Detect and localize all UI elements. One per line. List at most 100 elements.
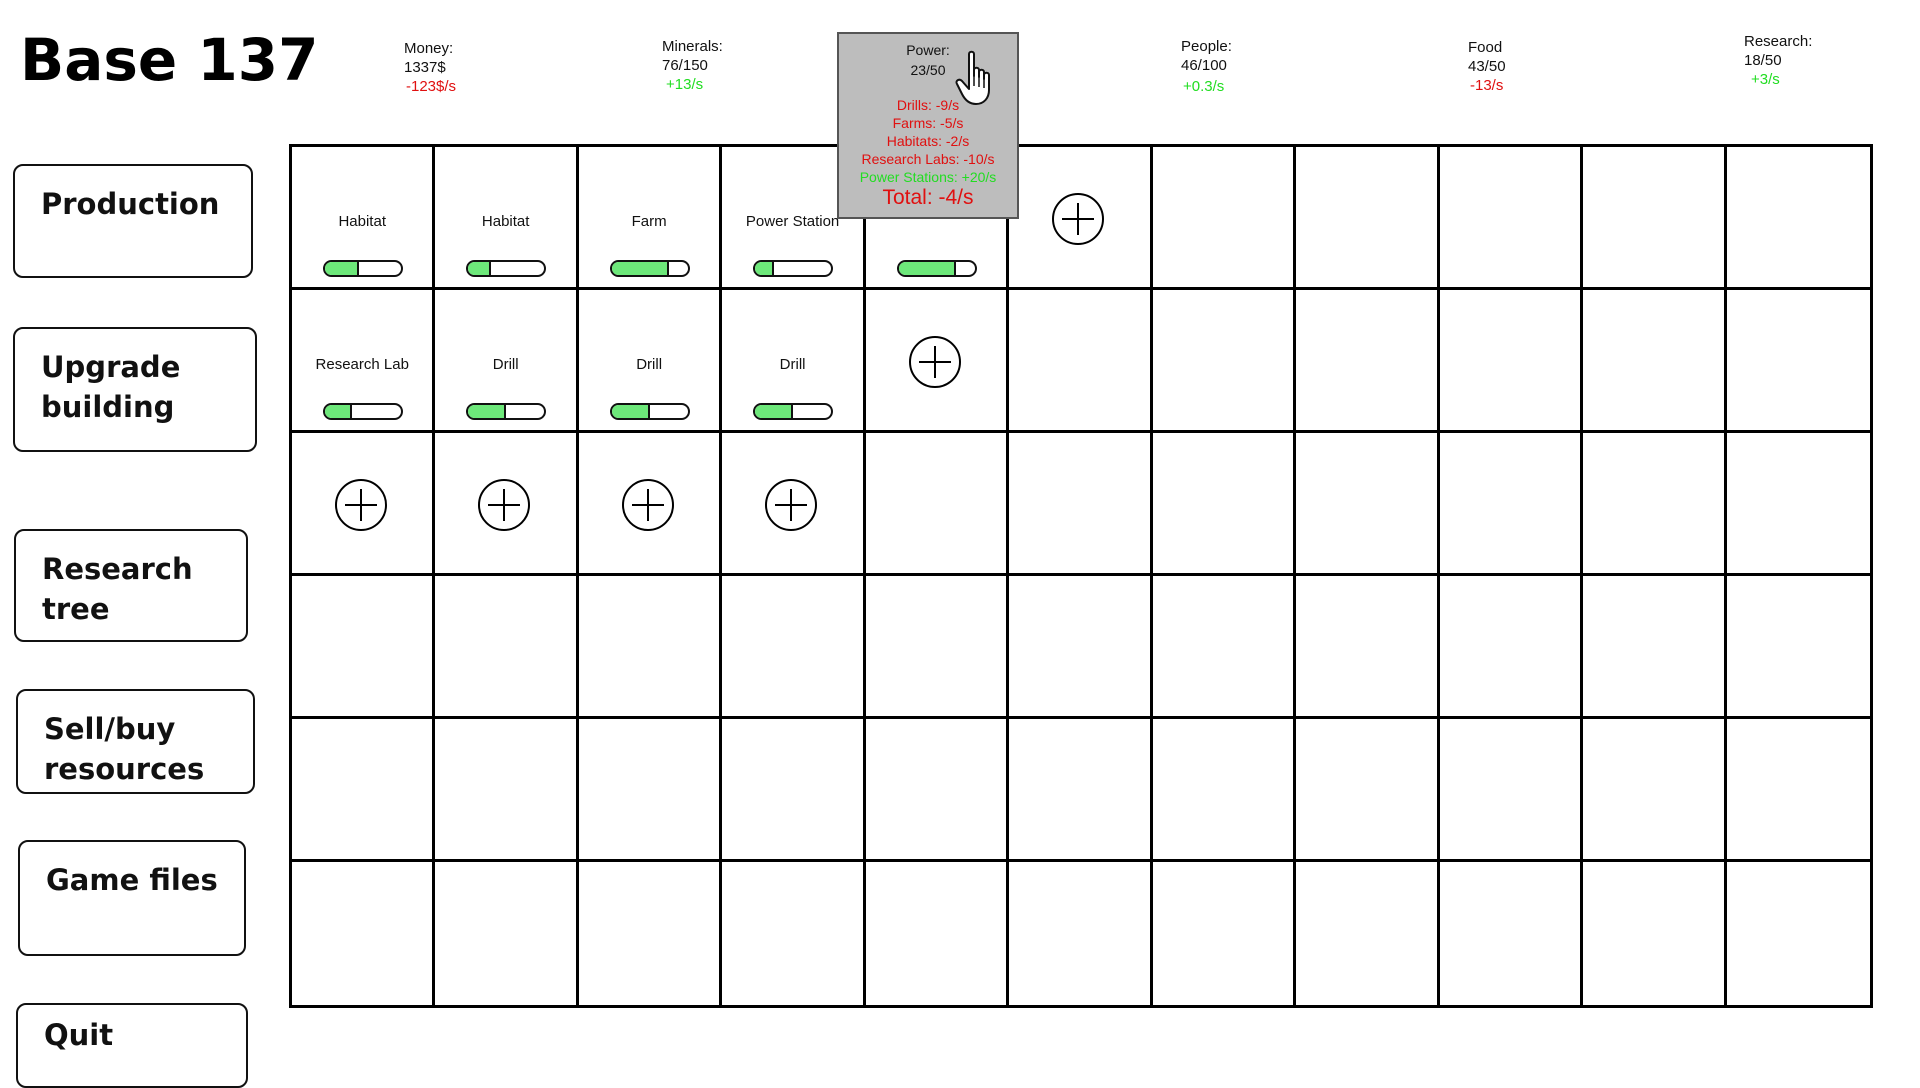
empty-slot xyxy=(1296,719,1440,862)
empty-slot xyxy=(1583,147,1727,290)
upgrade-building-button[interactable]: Upgrade building xyxy=(13,327,257,452)
building-name: Habitat xyxy=(338,213,386,230)
empty-slot xyxy=(1439,576,1584,719)
building-progress-bar xyxy=(753,403,834,420)
empty-slot xyxy=(578,719,723,862)
add-building-icon[interactable] xyxy=(765,479,818,531)
empty-slot xyxy=(1439,433,1584,576)
building-slot[interactable] xyxy=(865,147,1010,290)
empty-slot xyxy=(1439,147,1584,290)
empty-slot xyxy=(1726,147,1870,290)
empty-slot xyxy=(1009,290,1153,433)
empty-slot xyxy=(435,862,579,1005)
empty-slot xyxy=(1009,576,1153,719)
empty-slot xyxy=(865,719,1010,862)
minerals-rate: +13/s xyxy=(666,76,704,93)
building-slot[interactable]: Farm xyxy=(578,147,723,290)
building-slot[interactable]: Power Station xyxy=(722,147,866,290)
sell-buy-resources-button[interactable]: Sell/buy resources xyxy=(16,689,255,794)
building-slot[interactable]: Habitat xyxy=(292,147,436,290)
empty-slot xyxy=(1296,576,1440,719)
building-progress-fill xyxy=(611,405,650,418)
building-name: Drill xyxy=(636,356,663,373)
empty-slot xyxy=(1727,862,1870,1005)
empty-slot xyxy=(1152,290,1297,433)
empty-slot xyxy=(1152,576,1297,719)
building-slot[interactable]: Drill xyxy=(578,290,723,433)
building-name: Research Lab xyxy=(315,356,409,373)
building-name: Drill xyxy=(492,356,519,373)
building-name: Farm xyxy=(631,213,667,230)
minerals-readout: Minerals: 76/150 +13/s xyxy=(662,37,723,94)
building-progress-bar xyxy=(323,260,403,277)
empty-slot xyxy=(1009,147,1153,290)
people-readout: People: 46/100 +0.3/s xyxy=(1181,37,1232,96)
building-slot[interactable]: Research Lab xyxy=(292,290,436,433)
add-building-icon[interactable] xyxy=(1052,193,1105,245)
game-files-button[interactable]: Game files xyxy=(18,840,246,956)
empty-slot xyxy=(722,433,866,576)
empty-slot xyxy=(1152,433,1297,576)
power-value: 23/50 xyxy=(910,62,946,78)
empty-slot xyxy=(1152,719,1297,862)
money-readout: Money: 1337$ -123$/s xyxy=(404,39,456,96)
building-progress-fill xyxy=(325,262,360,275)
production-button[interactable]: Production xyxy=(13,164,253,278)
research-value: 18/50 xyxy=(1744,52,1782,69)
research-label: Research: xyxy=(1744,33,1813,50)
empty-slot xyxy=(1583,290,1727,433)
building-progress-bar xyxy=(466,260,547,277)
building-slot[interactable]: Habitat xyxy=(435,147,579,290)
building-name: Habitat xyxy=(481,213,530,230)
hand-cursor-icon xyxy=(955,50,990,105)
quit-button[interactable]: Quit xyxy=(16,1003,248,1088)
power-breakdown-line: Habitats: -2/s xyxy=(886,133,970,149)
empty-slot xyxy=(292,433,436,576)
empty-slot xyxy=(1153,862,1297,1005)
research-rate: +3/s xyxy=(1751,71,1780,88)
empty-slot xyxy=(292,576,436,719)
research-tree-button[interactable]: Research tree xyxy=(14,529,248,642)
empty-slot xyxy=(1009,433,1153,576)
empty-slot xyxy=(1009,862,1153,1005)
building-progress-bar xyxy=(466,403,547,420)
money-value: 1337$ xyxy=(404,59,446,76)
people-value: 46/100 xyxy=(1181,57,1227,74)
add-building-icon[interactable] xyxy=(621,479,674,531)
empty-slot xyxy=(578,576,723,719)
empty-slot xyxy=(1009,719,1153,862)
empty-slot xyxy=(865,576,1010,719)
empty-slot xyxy=(292,719,436,862)
power-breakdown-line: Drills: -9/s xyxy=(896,97,960,113)
building-progress-fill xyxy=(611,262,669,275)
research-readout: Research: 18/50 +3/s xyxy=(1744,32,1812,89)
empty-slot xyxy=(865,433,1010,576)
empty-slot xyxy=(1296,862,1440,1005)
power-breakdown-line: Power Stations: +20/s xyxy=(859,169,997,185)
add-building-icon[interactable] xyxy=(335,479,387,531)
building-progress-bar xyxy=(753,260,834,277)
empty-slot xyxy=(1439,290,1584,433)
building-name: Power Station xyxy=(745,213,840,230)
building-slot[interactable]: Drill xyxy=(722,290,866,433)
minerals-label: Minerals: xyxy=(662,38,723,55)
money-label: Money: xyxy=(404,40,454,57)
empty-slot xyxy=(435,719,579,862)
add-building-icon[interactable] xyxy=(908,336,961,388)
add-building-icon[interactable] xyxy=(478,479,531,531)
food-rate: -13/s xyxy=(1470,77,1504,94)
building-progress-bar xyxy=(323,403,403,420)
people-label: People: xyxy=(1181,38,1232,55)
power-breakdown-line: Research Labs: -10/s xyxy=(861,151,995,167)
power-label: Power: xyxy=(906,42,950,58)
empty-slot xyxy=(579,862,723,1005)
building-slot[interactable]: Drill xyxy=(435,290,579,433)
power-breakdown-line: Farms: -5/s xyxy=(892,115,964,131)
empty-slot xyxy=(1439,719,1584,862)
base-title: Base 137 xyxy=(20,26,319,94)
empty-slot xyxy=(865,290,1010,433)
building-name: Drill xyxy=(779,356,806,373)
empty-slot xyxy=(292,862,436,1005)
food-label: Food xyxy=(1468,39,1503,56)
